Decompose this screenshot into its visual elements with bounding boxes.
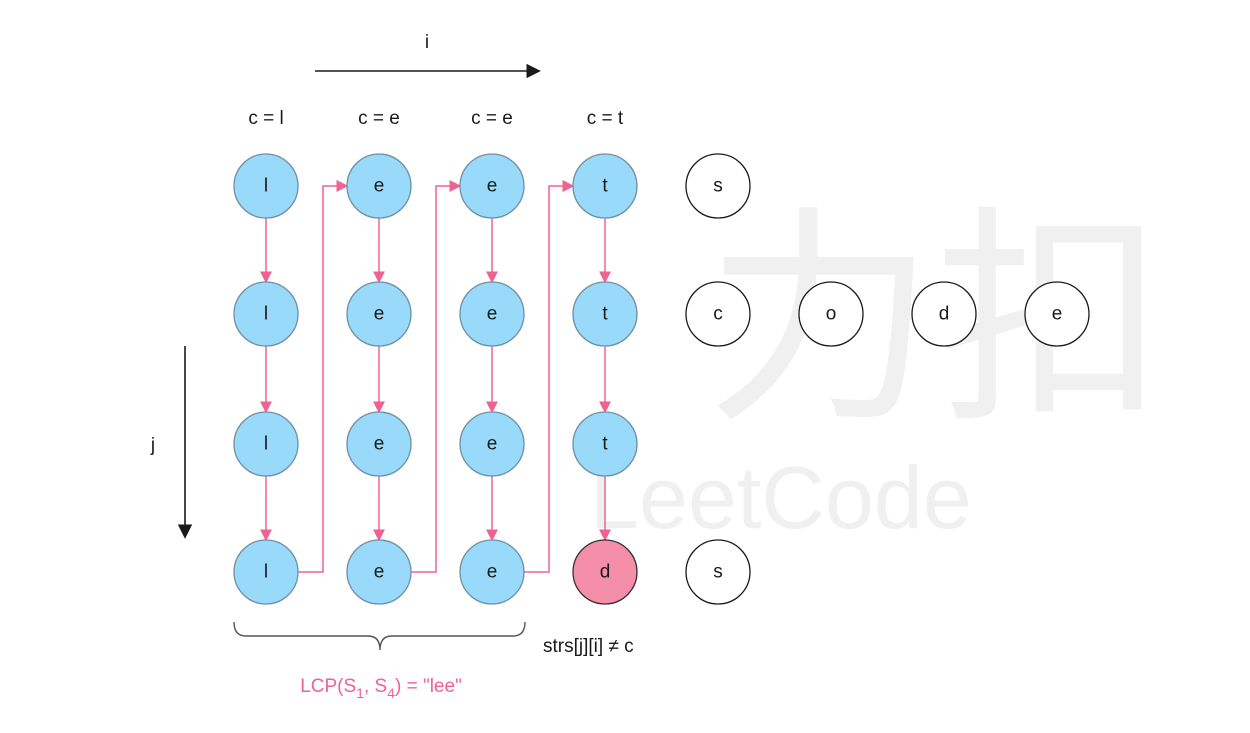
char-node-visited: l (233, 411, 299, 477)
node-circle (459, 411, 525, 477)
column-labels: c = l c = e c = e c = t (248, 108, 624, 129)
char-node-visited: e (459, 281, 525, 347)
char-node-visited: l (233, 153, 299, 219)
node-circle (233, 153, 299, 219)
node-char: e (487, 176, 498, 197)
node-circle (572, 411, 638, 477)
watermark-text: LeetCode (590, 448, 972, 547)
char-node-visited: l (233, 539, 299, 605)
node-char: c (713, 304, 723, 325)
node-circle (233, 539, 299, 605)
node-circle (459, 539, 525, 605)
node-char: t (602, 304, 608, 325)
node-char: e (374, 176, 385, 197)
node-circle (346, 281, 412, 347)
path-jump-next-column (524, 180, 575, 573)
character-grid: l e e t s l e e t c o d e l e e t l e e d s (233, 153, 1090, 605)
char-node: d (911, 281, 977, 347)
node-char: e (1052, 304, 1063, 325)
j-axis-label: j (150, 435, 155, 456)
node-char: e (487, 434, 498, 455)
node-circle (685, 281, 751, 347)
node-char: l (264, 176, 268, 197)
node-char: e (487, 304, 498, 325)
node-char: o (826, 304, 837, 325)
char-node-visited: e (346, 153, 412, 219)
char-node-visited: e (346, 411, 412, 477)
mismatch-label: strs[j][i] ≠ c (543, 636, 634, 657)
char-node-visited: l (233, 281, 299, 347)
column-label: c = e (358, 108, 400, 129)
char-node-visited: t (572, 411, 638, 477)
node-char: l (264, 304, 268, 325)
node-char: s (713, 176, 723, 197)
node-circle (1024, 281, 1090, 347)
lcp-brace (233, 621, 526, 651)
node-circle (798, 281, 864, 347)
node-circle (572, 281, 638, 347)
char-node-visited: e (459, 153, 525, 219)
char-node-visited: t (572, 281, 638, 347)
char-node-visited: t (572, 153, 638, 219)
char-node: o (798, 281, 864, 347)
node-circle (346, 153, 412, 219)
column-label: c = t (587, 108, 624, 129)
watermark: 力扣 LeetCode (590, 192, 1165, 547)
path-jump-next-column (298, 180, 349, 573)
char-node-mismatch: d (572, 539, 638, 605)
node-circle (346, 411, 412, 477)
node-char: e (374, 562, 385, 583)
traversal-path (260, 180, 611, 573)
node-circle (685, 539, 751, 605)
char-node-visited: e (459, 411, 525, 477)
node-circle (911, 281, 977, 347)
node-circle (233, 411, 299, 477)
node-char: l (264, 562, 268, 583)
node-char: s (713, 562, 723, 583)
char-node: s (685, 153, 751, 219)
node-char: e (374, 434, 385, 455)
node-char: t (602, 434, 608, 455)
i-axis: i (315, 32, 541, 79)
node-char: e (487, 562, 498, 583)
char-node: c (685, 281, 751, 347)
node-circle (459, 153, 525, 219)
node-circle (459, 281, 525, 347)
i-axis-label: i (425, 32, 429, 53)
char-node-visited: e (346, 539, 412, 605)
column-label: c = e (471, 108, 513, 129)
node-circle (233, 281, 299, 347)
node-char: l (264, 434, 268, 455)
node-circle (572, 539, 638, 605)
node-char: d (600, 562, 611, 583)
char-node: s (685, 539, 751, 605)
node-char: e (374, 304, 385, 325)
lcp-label: LCP(S1, S4) = "lee" (300, 676, 462, 701)
char-node: e (1024, 281, 1090, 347)
char-node-visited: e (346, 281, 412, 347)
column-label: c = l (248, 108, 283, 129)
char-node-visited: e (459, 539, 525, 605)
path-jump-next-column (411, 180, 462, 573)
node-circle (685, 153, 751, 219)
node-circle (572, 153, 638, 219)
node-char: t (602, 176, 608, 197)
node-circle (346, 539, 412, 605)
j-axis: j (150, 346, 193, 539)
node-char: d (939, 304, 950, 325)
